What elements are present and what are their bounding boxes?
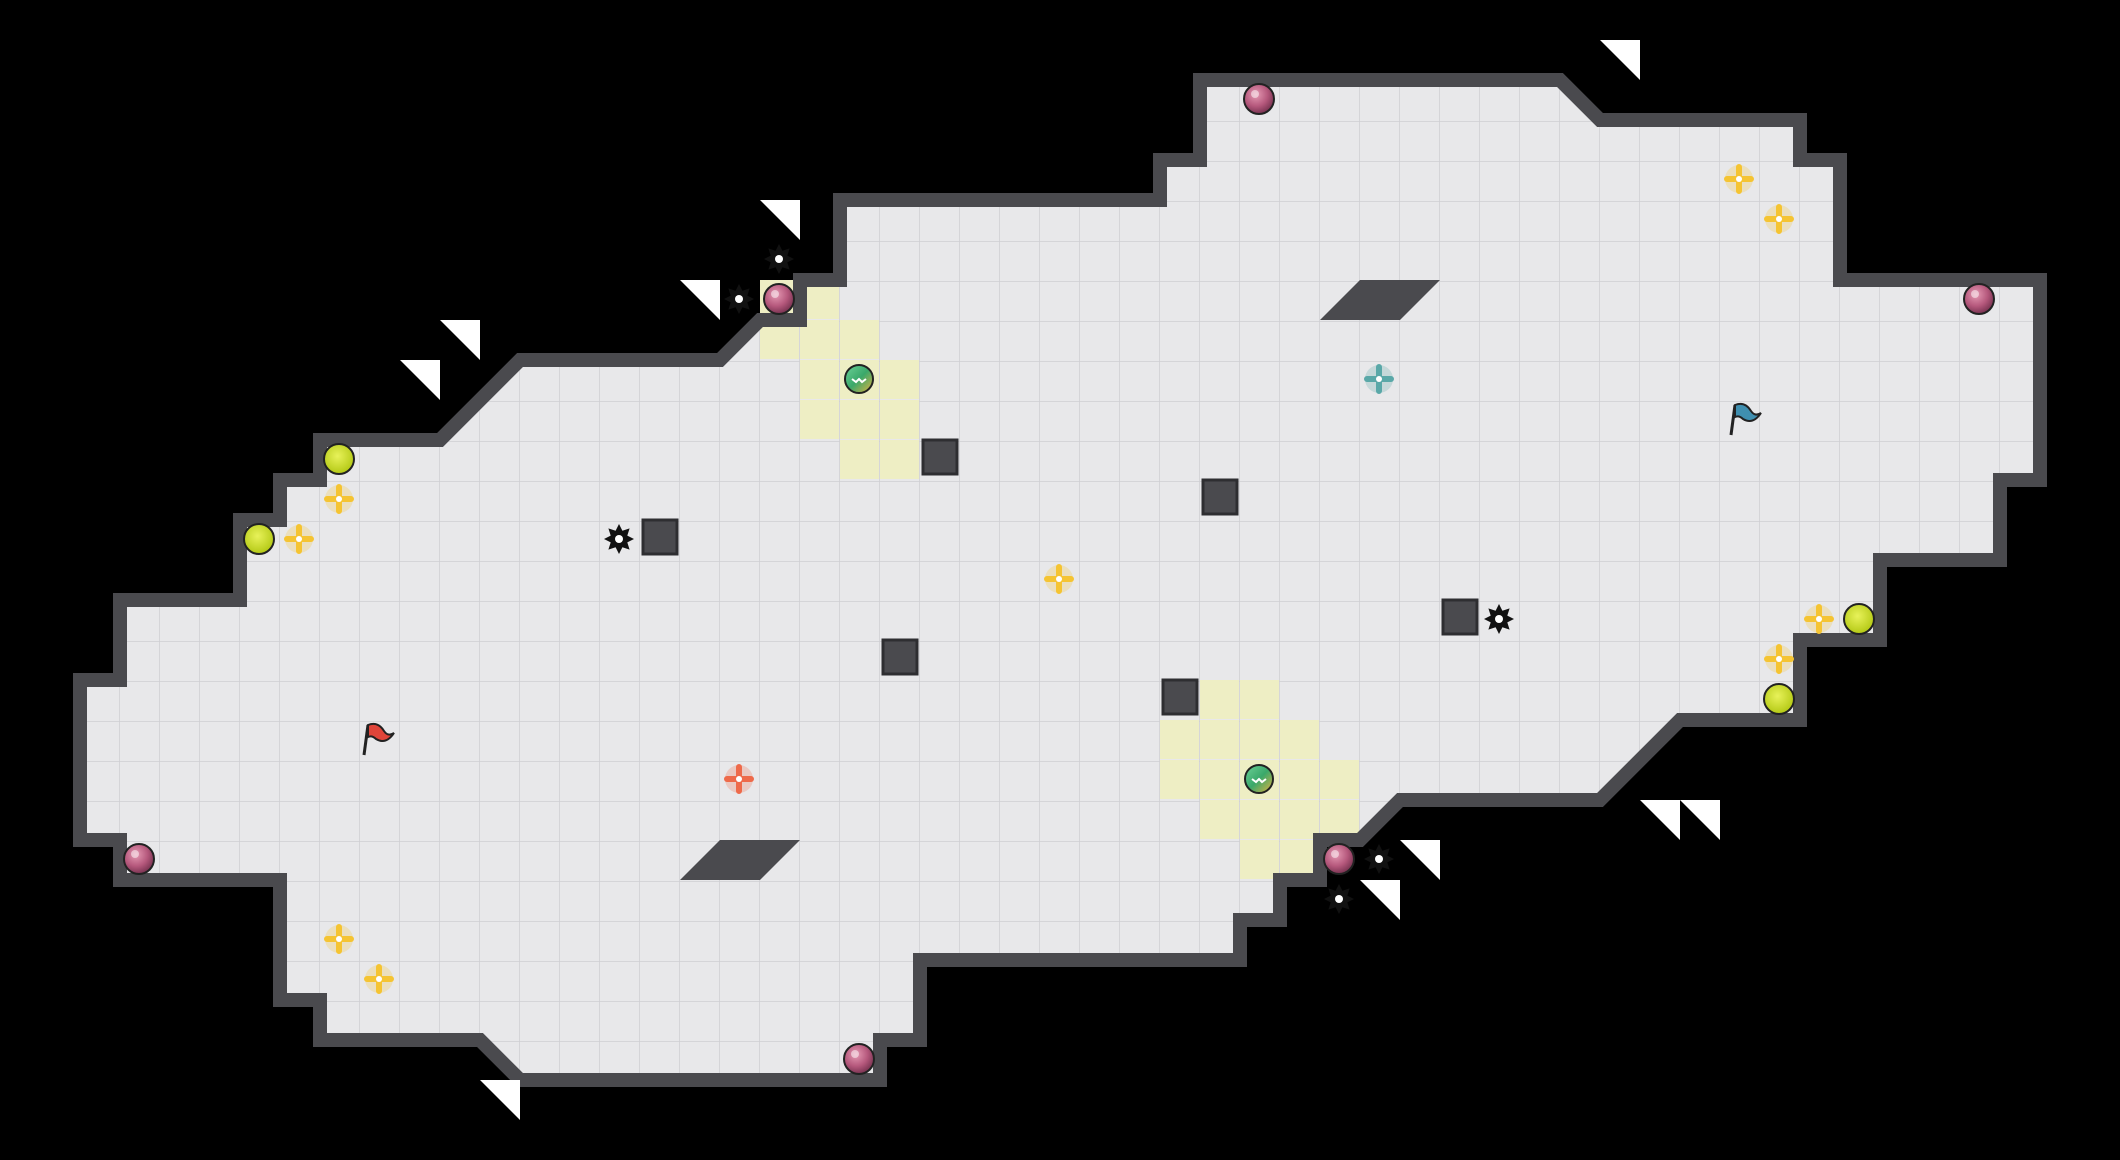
- yellow-zone-tile: [840, 400, 879, 439]
- booster-icon: [323, 443, 355, 475]
- boost-icon: [1724, 164, 1754, 194]
- boost-icon: [1364, 364, 1394, 394]
- wall-bevel: [1640, 800, 1680, 840]
- spike-icon: [604, 524, 634, 554]
- booster-icon: [1763, 683, 1795, 715]
- yellow-zone-tile: [1200, 760, 1239, 799]
- yellow-zone-tile: [1320, 800, 1359, 839]
- wall-bevel: [440, 320, 480, 360]
- yellow-zone-tile: [1280, 800, 1319, 839]
- boost-icon: [1764, 204, 1794, 234]
- diagonal-wall: [1320, 280, 1440, 320]
- wall-bevel: [1400, 840, 1440, 880]
- yellow-zone-tile: [800, 400, 839, 439]
- wall-block: [1441, 598, 1479, 636]
- yellow-zone-tile: [1280, 720, 1319, 759]
- yellow-zone-tile: [880, 440, 919, 479]
- bomb-icon: [123, 843, 155, 875]
- yellow-zone-tile: [1240, 680, 1279, 719]
- boost-icon: [364, 964, 394, 994]
- booster-icon: [1843, 603, 1875, 635]
- yellow-zone-tile: [1160, 720, 1199, 759]
- red-flag-icon: [362, 722, 395, 756]
- yellow-zone-tile: [1280, 840, 1319, 879]
- bomb-icon: [1243, 83, 1275, 115]
- wall-bevel: [680, 280, 720, 320]
- yellow-zone-tile: [800, 360, 839, 399]
- booster-icon: [243, 523, 275, 555]
- yellow-zone-tile: [880, 360, 919, 399]
- entities-layer: [123, 83, 1995, 1075]
- yellow-zone-tile: [1200, 720, 1239, 759]
- wall-bevel: [1360, 880, 1400, 920]
- wall-bevel: [1600, 40, 1640, 80]
- boost-icon: [284, 524, 314, 554]
- diagonal-wall: [680, 840, 800, 880]
- yellow-zone-tile: [1240, 720, 1279, 759]
- spike-icon: [724, 284, 754, 314]
- yellow-zone-tile: [1160, 760, 1199, 799]
- bomb-icon: [763, 283, 795, 315]
- wall-bevel: [480, 1080, 520, 1120]
- wall-block: [641, 518, 679, 556]
- wall-block: [921, 438, 959, 476]
- yellow-zone-tile: [840, 440, 879, 479]
- wall-bevel: [760, 200, 800, 240]
- bomb-icon: [1323, 843, 1355, 875]
- yellow-zone-tile: [1240, 840, 1279, 879]
- yellow-zone-tile: [880, 400, 919, 439]
- wall-bevel: [1680, 800, 1720, 840]
- powerup-icon: [1244, 764, 1274, 794]
- yellow-zone-tile: [1200, 800, 1239, 839]
- boost-icon: [724, 764, 754, 794]
- bomb-icon: [1963, 283, 1995, 315]
- yellow-zone-tile: [840, 320, 879, 359]
- spike-icon: [1324, 884, 1354, 914]
- wall-bevel: [400, 360, 440, 400]
- blue-flag-icon: [1729, 402, 1762, 436]
- bomb-icon: [843, 1043, 875, 1075]
- wall-block: [1161, 678, 1199, 716]
- spike-icon: [1364, 844, 1394, 874]
- boost-icon: [1044, 564, 1074, 594]
- wall-block: [1201, 478, 1239, 516]
- yellow-zone-tile: [1200, 680, 1239, 719]
- walls-layer: [73, 40, 2047, 1120]
- spike-icon: [764, 244, 794, 274]
- yellow-zone-tile: [1320, 760, 1359, 799]
- boost-icon: [1804, 604, 1834, 634]
- yellow-zone-tile: [1280, 760, 1319, 799]
- yellow-zone-tile: [1240, 800, 1279, 839]
- boost-icon: [324, 924, 354, 954]
- boost-icon: [324, 484, 354, 514]
- powerup-icon: [844, 364, 874, 394]
- boost-icon: [1764, 644, 1794, 674]
- spike-icon: [1484, 604, 1514, 634]
- wall-block: [881, 638, 919, 676]
